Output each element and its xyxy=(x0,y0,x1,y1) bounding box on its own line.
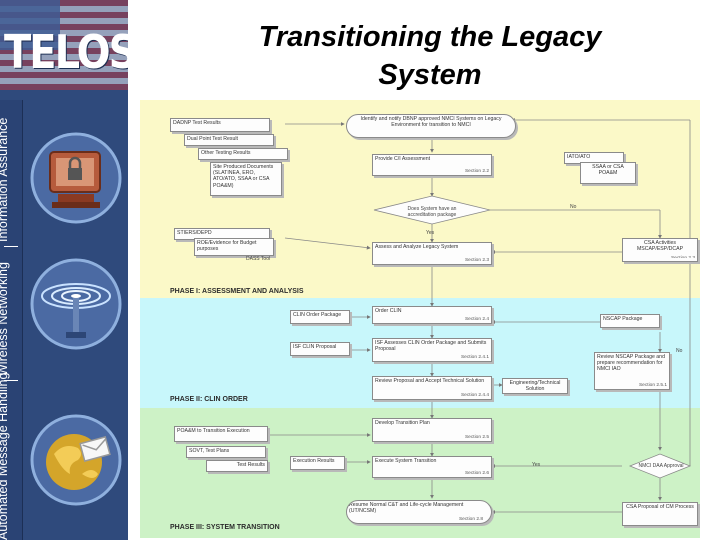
assess-ref: Section 2.3 xyxy=(464,257,489,263)
resume-normal-node: Resume Normal C&T and Life-cycle Managem… xyxy=(346,500,492,524)
doc-isf-proposal: ISF CLIN Proposal xyxy=(290,342,350,356)
order-clin-ref: Section 2.4 xyxy=(464,316,489,322)
sidebar-label-information-assurance: Information Assurance xyxy=(0,117,10,242)
develop-plan-node: Develop Transition Plan Section 2.5 xyxy=(372,418,492,442)
globe-message-icon xyxy=(30,414,122,506)
review-nscap-ref: Section 2.5.1 xyxy=(638,382,667,388)
assess-analyze-node: Assess and Analyze Legacy System Section… xyxy=(372,242,492,265)
doc-test-results-2: Test Results xyxy=(206,460,268,472)
doc-execution-results: Execution Results xyxy=(290,456,345,470)
review-proposal-node: Review Proposal and Accept Technical Sol… xyxy=(372,376,492,400)
review-nscap-node: Review NSCAP Package and prepare recomme… xyxy=(594,352,670,390)
isf-assess-ref: Section 2.4.1 xyxy=(460,354,489,360)
decision-label: Does System have an accreditation packag… xyxy=(407,206,457,218)
page-title-line-1: Transitioning the Legacy xyxy=(258,21,602,53)
sidebar-divider xyxy=(4,380,18,381)
review-proposal-ref: Section 2.4.4 xyxy=(460,392,489,398)
assess-label: Assess and Analyze Legacy System xyxy=(375,244,459,250)
page-title-line-2: System xyxy=(378,59,482,91)
doc-csa-proposal: CSA Proposal of CM Process xyxy=(622,502,698,526)
sidebar-label-message-handling: Automated Message Handling xyxy=(0,372,10,540)
provide-ci-ref: Section 2.2 xyxy=(464,168,489,174)
doc-roe: ROE/Evidence for Budget purposes xyxy=(194,238,274,256)
process-diagram: PHASE I: ASSESSMENT AND ANALYSIS PHASE I… xyxy=(140,100,700,538)
doc-dual-point: Dual Point Test Result xyxy=(184,134,274,146)
doc-clin-package: CLIN Order Package xyxy=(290,310,350,324)
sidebar: TELOS Information Assurance Wireless Net… xyxy=(0,0,128,540)
phase-2-label: PHASE II: CLIN ORDER xyxy=(170,396,248,403)
phase-3-label: PHASE III: SYSTEM TRANSITION xyxy=(170,524,280,531)
order-clin-node: Order CLIN Section 2.4 xyxy=(372,306,492,324)
execute-transition-ref: Section 2.6 xyxy=(464,470,489,476)
csa-activities-label: CSA Activities MSCAP/ESP/DCAP xyxy=(636,240,684,253)
resume-normal-ref: Section 2.8 xyxy=(458,516,483,522)
develop-plan-label: Develop Transition Plan xyxy=(375,420,430,426)
decision-diamond xyxy=(373,195,491,225)
provide-ci-label: Provide C/I Assessment xyxy=(375,156,431,162)
computer-lock-icon xyxy=(30,132,122,224)
approval-yes: Yes xyxy=(532,462,541,468)
nmci-daa-label: NMCI DAA Approval xyxy=(638,463,684,469)
doc-engineering-solution: Engineering/Technical Solution xyxy=(502,378,568,394)
review-nscap-label: Review NSCAP Package and prepare recomme… xyxy=(597,354,665,373)
telos-logo: TELOS xyxy=(4,26,128,80)
dass-tool-label: DASS Tool xyxy=(246,256,271,262)
doc-other-testing: Other Testing Results xyxy=(198,148,288,160)
sidebar-vertical-strip: Information Assurance Wireless Networkin… xyxy=(0,100,23,540)
sidebar-divider xyxy=(4,246,18,247)
develop-plan-ref: Section 2.5 xyxy=(464,434,489,440)
phase-1-label: PHASE I: ASSESSMENT AND ANALYSIS xyxy=(170,288,304,295)
resume-normal-label: Resume Normal C&T and Life-cycle Managem… xyxy=(349,502,464,515)
approval-diamond xyxy=(628,453,692,479)
provide-ci-node: Provide C/I Assessment Section 2.2 xyxy=(372,154,492,176)
wireless-antenna-icon xyxy=(30,258,122,350)
order-clin-label: Order CLIN xyxy=(375,308,402,314)
sidebar-label-wireless-networking: Wireless Networking xyxy=(0,262,10,376)
execute-transition-node: Execute System Transition Section 2.6 xyxy=(372,456,492,478)
doc-nscap: NSCAP Package xyxy=(600,314,660,328)
csa-ref: Section 2.3 xyxy=(670,255,695,261)
doc-site-produced: Site Produced Documents (SLATINEA, ERO, … xyxy=(210,162,282,196)
doc-poam-transition: POA&M to Transition Execution xyxy=(174,426,268,442)
doc-sovt: SOVT, Test Plans xyxy=(186,446,266,458)
review-no: No xyxy=(676,348,683,354)
review-proposal-label: Review Proposal and Accept Technical Sol… xyxy=(375,378,485,384)
flag-canton xyxy=(0,0,60,50)
doc-ssaa: SSAA or CSA POA&M xyxy=(580,162,636,184)
connector-lines xyxy=(268,118,692,514)
doc-test-results: DADNP Test Results xyxy=(170,118,270,132)
execute-transition-label: Execute System Transition xyxy=(375,458,437,464)
decision-yes: Yes xyxy=(426,230,435,236)
identify-systems-node: Identify and notify DBNP approved NMCI S… xyxy=(346,114,516,138)
csa-activities-node: CSA Activities MSCAP/ESP/DCAP Section 2.… xyxy=(622,238,698,262)
isf-assess-label: ISF Assesses CLIN Order Package and Subm… xyxy=(375,340,487,353)
isf-assess-node: ISF Assesses CLIN Order Package and Subm… xyxy=(372,338,492,362)
decision-no: No xyxy=(570,204,577,210)
